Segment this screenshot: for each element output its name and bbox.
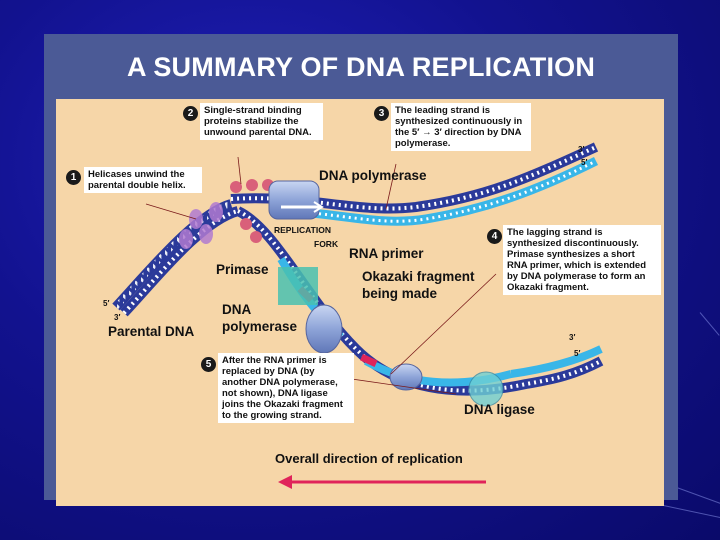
label-parental-dna: Parental DNA <box>108 325 194 339</box>
callout-leading-strand: The leading strand is synthesized contin… <box>391 103 531 151</box>
label-dna-polymerase-bottom-2: polymerase <box>222 320 297 334</box>
slide-panel: A SUMMARY OF DNA REPLICATION <box>44 34 678 500</box>
dna-polymerase-lagging-2 <box>390 364 422 390</box>
dna-polymerase-lagging <box>306 305 342 353</box>
label-overall-direction: Overall direction of replication <box>275 452 463 466</box>
label-dna-ligase: DNA ligase <box>464 403 535 417</box>
step-2-number: 2 <box>183 106 198 121</box>
callout-helicases: Helicases unwind the parental double hel… <box>84 167 202 193</box>
end-marker-3-top: 3′ <box>578 143 584 157</box>
dna-replication-illustration <box>56 99 664 506</box>
end-marker-5-left: 5′ <box>103 297 109 311</box>
end-marker-3-bottom: 3′ <box>569 331 575 345</box>
label-okazaki-1: Okazaki fragment <box>362 270 475 284</box>
end-marker-5-bottom: 5′ <box>574 347 580 361</box>
overall-direction-arrow <box>278 475 486 489</box>
end-marker-3-left: 3′ <box>114 311 120 325</box>
label-okazaki-2: being made <box>362 287 437 301</box>
slide-title: A SUMMARY OF DNA REPLICATION <box>44 52 678 83</box>
background-decor-line <box>700 312 720 336</box>
end-marker-5-top: 5′ <box>581 156 587 170</box>
step-5-number: 5 <box>201 357 216 372</box>
dna-replication-figure: 1 Helicases unwind the parental double h… <box>56 99 664 506</box>
label-replication: REPLICATION <box>274 223 331 237</box>
callout-ssb-proteins: Single-strand binding proteins stabilize… <box>200 103 323 140</box>
step-1-number: 1 <box>66 170 81 185</box>
primase-enzyme <box>278 267 318 305</box>
label-primase: Primase <box>216 263 269 277</box>
label-dna-polymerase-bottom-1: DNA <box>222 303 251 317</box>
callout-lagging-strand: The lagging strand is synthesized discon… <box>503 225 661 295</box>
dna-ligase-enzyme <box>469 372 503 406</box>
label-rna-primer: RNA primer <box>349 247 424 261</box>
label-fork: FORK <box>314 237 338 251</box>
step-3-number: 3 <box>374 106 389 121</box>
callout-dna-ligase: After the RNA primer is replaced by DNA … <box>218 353 354 423</box>
label-dna-polymerase-top: DNA polymerase <box>319 169 427 183</box>
step-4-number: 4 <box>487 229 502 244</box>
dna-polymerase-leading <box>269 181 319 219</box>
